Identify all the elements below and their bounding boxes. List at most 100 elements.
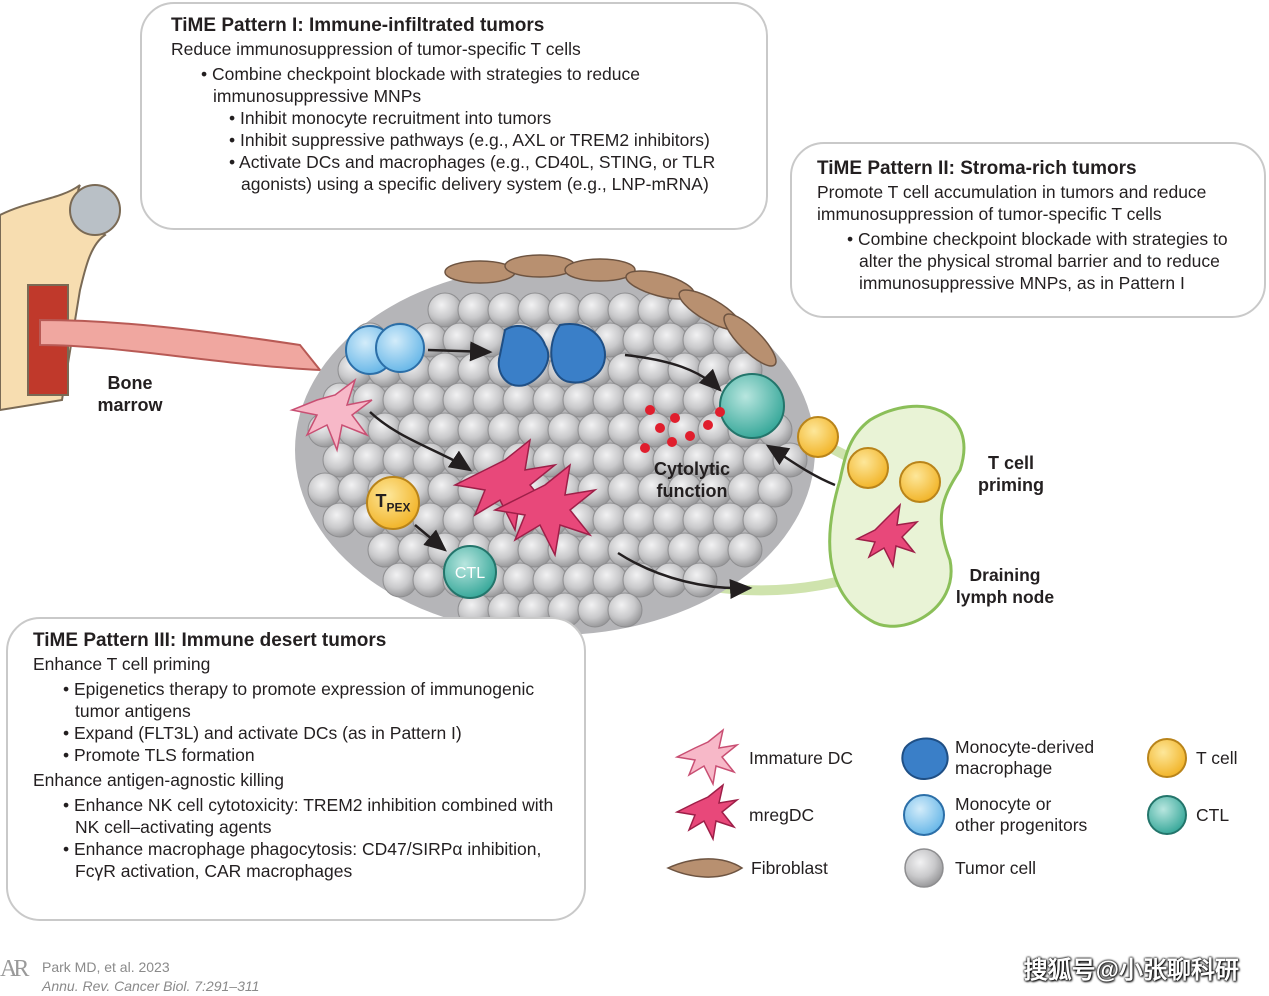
- tumor-cell: [547, 412, 583, 448]
- tumor-cell: [382, 562, 418, 598]
- legend-icons: [666, 728, 1187, 888]
- tumor-cell: [607, 352, 643, 388]
- tumor-cell: [532, 562, 568, 598]
- tumor-cell: [667, 352, 703, 388]
- pattern-3-bullet-3: • Promote TLS formation: [63, 745, 255, 765]
- pattern-3-bullet-2: • Expand (FLT3L) and activate DCs (as in…: [63, 723, 462, 743]
- blood-vessel: [39, 318, 323, 372]
- tumor-cell: [742, 502, 778, 538]
- tumor-cell: [577, 412, 613, 448]
- immature-dc: [289, 377, 373, 453]
- tumor-cell: [652, 502, 688, 538]
- pattern-1-bullet-3: • Inhibit suppressive pathways (e.g., AX…: [229, 130, 710, 150]
- tumor-cell: [457, 352, 493, 388]
- annual-reviews-logo: AR: [0, 956, 29, 982]
- tumor-cell: [577, 532, 613, 568]
- tumor-cell: [607, 472, 643, 508]
- tumor-cell: [442, 442, 478, 478]
- monocytes: [345, 323, 425, 375]
- tumor-cell: [592, 382, 628, 418]
- pattern-1-box: TiME Pattern I: Immune-infiltrated tumor…: [140, 2, 768, 230]
- pattern-1-bullet-2: • Inhibit monocyte recruitment into tumo…: [229, 108, 552, 128]
- tumor-cell: [607, 592, 643, 628]
- tumor-cell: [637, 412, 673, 448]
- tumor-cell: [502, 562, 538, 598]
- legend-fibroblast-icon: [666, 858, 744, 878]
- pattern-2-title: TiME Pattern II: Stroma-rich tumors: [817, 158, 1137, 179]
- tumor-cell: [487, 292, 523, 328]
- t-cell-priming-label: T cell priming: [978, 453, 1044, 495]
- tumor-cell: [367, 412, 403, 448]
- tumor-cell: [682, 502, 718, 538]
- citation: Park MD, et al. 2023 Annu. Rev. Cancer B…: [42, 959, 260, 994]
- ctl-label: CTL: [454, 565, 486, 582]
- tumor-cell: [322, 442, 358, 478]
- tumor-cell: [427, 352, 463, 388]
- tumor-cell: [652, 382, 688, 418]
- tumor-cell: [397, 532, 433, 568]
- tumor-cell: [607, 412, 643, 448]
- pattern-1-line: Reduce immunosuppression of tumor-specif…: [171, 39, 581, 59]
- tpex-label: TPEX: [375, 491, 411, 515]
- ctl-cells: [443, 373, 785, 599]
- legend-immature-dc-label: Immature DC: [749, 748, 854, 768]
- tumor-cell: [412, 382, 448, 418]
- bone-icon: [0, 184, 121, 412]
- tumor-cell: [682, 322, 718, 358]
- pattern-3-bullet-4: • Enhance NK cell cytotoxicity: TREM2 in…: [63, 795, 554, 837]
- tumor-cell: [457, 412, 493, 448]
- legend-tumor-cell-icon: [904, 848, 944, 888]
- tumor-cell: [667, 532, 703, 568]
- bone-marrow-label: Bone marrow: [97, 373, 163, 415]
- tumor-cell: [727, 532, 763, 568]
- tumor-cell: [592, 442, 628, 478]
- tumor-cell: [577, 292, 613, 328]
- legend-t-cell-label: T cell: [1196, 748, 1238, 768]
- pattern-1-bullet-1: • Combine checkpoint blockade with strat…: [201, 64, 641, 106]
- tumor-cell: [607, 292, 643, 328]
- pattern-2-bullet-1: • Combine checkpoint blockade with strat…: [847, 229, 1228, 293]
- legend-mregdc-label: mregDC: [749, 805, 815, 825]
- legend-tumor-cell-label: Tumor cell: [955, 858, 1037, 878]
- tumor-cell: [442, 502, 478, 538]
- tumor-cell: [592, 502, 628, 538]
- legend-macrophage-label: Monocyte-derived macrophage: [955, 737, 1095, 778]
- legend-monocyte-icon: [903, 794, 945, 836]
- tumor-cell: [562, 562, 598, 598]
- tumor-cell: [427, 292, 463, 328]
- tumor-cell: [712, 502, 748, 538]
- tumor-cell: [682, 382, 718, 418]
- pattern-1-bullet-4: • Activate DCs and macrophages (e.g., CD…: [229, 152, 716, 194]
- tumor-cell: [382, 442, 418, 478]
- tumor-cell: [517, 292, 553, 328]
- legend-t-cell-icon: [1147, 738, 1187, 778]
- tumor-cell: [487, 412, 523, 448]
- tumor-cells: [307, 292, 808, 628]
- pattern-3-line-1: Enhance T cell priming: [33, 654, 211, 674]
- t-cells: [366, 416, 941, 530]
- legend-ctl-label: CTL: [1196, 805, 1230, 825]
- pattern-3-box: TiME Pattern III: Immune desert tumors E…: [6, 617, 586, 921]
- tumor-cell: [622, 562, 658, 598]
- tumor-cell: [412, 562, 448, 598]
- legend-immature-dc-icon: [674, 728, 740, 787]
- macrophages: [497, 323, 607, 387]
- pattern-1-title: TiME Pattern I: Immune-infiltrated tumor…: [171, 15, 545, 36]
- tumor-cell: [592, 562, 628, 598]
- tumor-cell: [442, 382, 478, 418]
- tumor-cell: [697, 352, 733, 388]
- cytolytic-function-label: Cytolytic function: [653, 459, 731, 501]
- tumor-cell: [757, 472, 793, 508]
- watermark: 搜狐号@小张聊科研: [1023, 957, 1239, 984]
- pattern-3-bullet-1: • Epigenetics therapy to promote express…: [63, 679, 535, 721]
- tumor-cell: [622, 502, 658, 538]
- tumor-cell: [427, 412, 463, 448]
- pattern-2-line: Promote T cell accumulation in tumors an…: [817, 182, 1207, 224]
- tumor-cell: [532, 382, 568, 418]
- legend-fibroblast-label: Fibroblast: [751, 858, 828, 878]
- tumor-cell: [367, 532, 403, 568]
- legend-macrophage-icon: [901, 737, 949, 781]
- tumor-cell: [682, 562, 718, 598]
- tumor-cell: [622, 322, 658, 358]
